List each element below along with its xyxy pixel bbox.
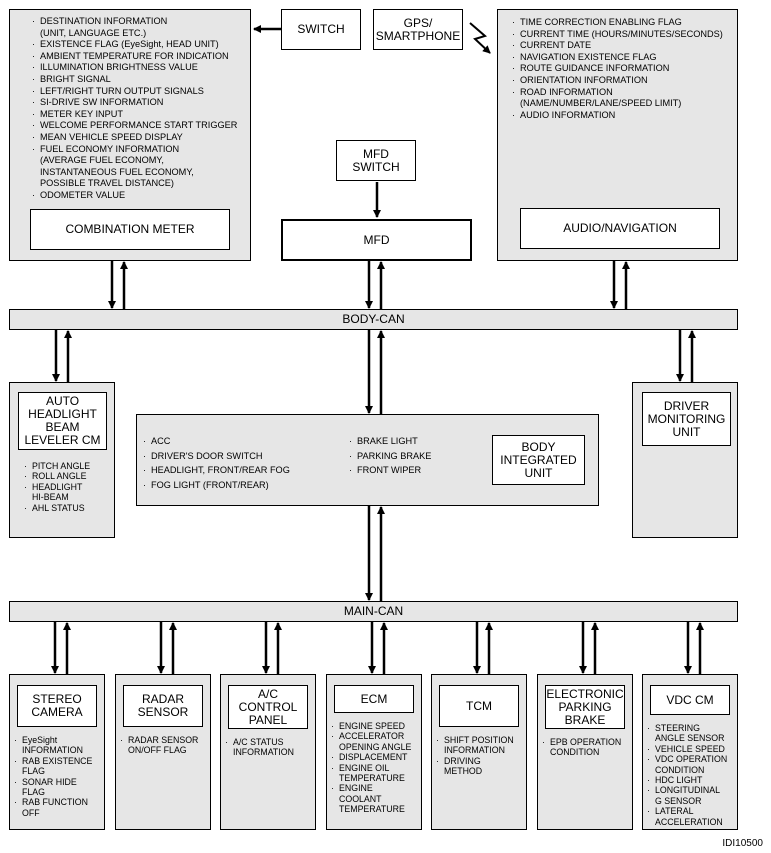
module-panel: ECM ENGINE SPEEDACCELERATOR OPENING ANGLE… bbox=[326, 674, 422, 830]
driver-monitoring-box: DRIVER MONITORING UNIT bbox=[642, 392, 731, 446]
module-signal: ACCELERATOR OPENING ANGLE bbox=[330, 731, 411, 752]
combination-meter-signal: SI-DRIVE SW INFORMATION bbox=[31, 97, 237, 109]
combination-meter-signal: AMBIENT TEMPERATURE FOR INDICATION bbox=[31, 51, 237, 63]
module-signal: VEHICLE SPEED bbox=[646, 744, 727, 755]
body-unit-signal: ACC bbox=[142, 434, 290, 449]
audio-navigation-signal-list: TIME CORRECTION ENABLING FLAGCURRENT TIM… bbox=[511, 17, 723, 121]
bus-arrow-pairs bbox=[51, 261, 704, 674]
driver-monitoring-panel: DRIVER MONITORING UNIT bbox=[632, 382, 738, 538]
module-signal: RAB EXISTENCE FLAG bbox=[13, 756, 92, 777]
mfd-box: MFD bbox=[281, 219, 472, 261]
module-panel: STEREO CAMERA EyeSight INFORMATIONRAB EXI… bbox=[9, 674, 105, 830]
combination-meter-signal: ILLUMINATION BRIGHTNESS VALUE bbox=[31, 62, 237, 74]
module-signal: SONAR HIDE FLAG bbox=[13, 777, 92, 798]
audio-navigation-signal: ORIENTATION INFORMATION bbox=[511, 75, 723, 87]
module-signal: EPB OPERATION CONDITION bbox=[541, 737, 621, 758]
combination-meter-signal: ODOMETER VALUE bbox=[31, 190, 237, 202]
combination-meter-signal: FUEL ECONOMY INFORMATION (AVERAGE FUEL E… bbox=[31, 144, 237, 190]
module-signal-list: STEERING ANGLE SENSORVEHICLE SPEEDVDC OP… bbox=[646, 723, 727, 827]
module-panel: A/C CONTROL PANEL A/C STATUS INFORMATION bbox=[220, 674, 316, 830]
headlight-leveler-panel: AUTO HEADLIGHT BEAM LEVELER CM PITCH ANG… bbox=[9, 382, 115, 538]
body-unit-signal: FOG LIGHT (FRONT/REAR) bbox=[142, 478, 290, 493]
module-signal: RAB FUNCTION OFF bbox=[13, 797, 92, 818]
combination-meter-signal: DESTINATION INFORMATION (UNIT, LANGUAGE … bbox=[31, 16, 237, 39]
audio-navigation-signal: ROAD INFORMATION (NAME/NUMBER/LANE/SPEED… bbox=[511, 87, 723, 110]
audio-navigation-signal: ROUTE GUIDANCE INFORMATION bbox=[511, 63, 723, 75]
audio-navigation-signal: CURRENT TIME (HOURS/MINUTES/SECONDS) bbox=[511, 29, 723, 41]
body-integrated-panel: ACCDRIVER'S DOOR SWITCHHEADLIGHT, FRONT/… bbox=[136, 414, 599, 506]
main-can-bus: MAIN-CAN bbox=[9, 601, 738, 622]
module-signal: VDC OPERATION CONDITION bbox=[646, 754, 727, 775]
headlight-leveler-box: AUTO HEADLIGHT BEAM LEVELER CM bbox=[18, 392, 107, 450]
module-signal-list: SHIFT POSITION INFORMATIONDRIVING METHOD bbox=[435, 735, 514, 777]
module-signal-list: ENGINE SPEEDACCELERATOR OPENING ANGLEDIS… bbox=[330, 721, 411, 815]
audio-navigation-panel: TIME CORRECTION ENABLING FLAGCURRENT TIM… bbox=[497, 9, 738, 261]
module-title-box: A/C CONTROL PANEL bbox=[228, 685, 308, 729]
module-signal-list: EPB OPERATION CONDITION bbox=[541, 737, 621, 758]
body-integrated-unit-box: BODY INTEGRATED UNIT bbox=[492, 435, 585, 485]
module-signal: ENGINE OIL TEMPERATURE bbox=[330, 763, 411, 784]
body-can-bus: BODY-CAN bbox=[9, 309, 738, 330]
figure-reference: IDI10500 bbox=[722, 838, 763, 849]
module-signal: EyeSight INFORMATION bbox=[13, 735, 92, 756]
audio-navigation-signal: NAVIGATION EXISTENCE FLAG bbox=[511, 52, 723, 64]
combination-meter-box: COMBINATION METER bbox=[30, 209, 230, 250]
module-title-box: ELECTRONIC PARKING BRAKE bbox=[545, 685, 625, 729]
module-signal-list: EyeSight INFORMATIONRAB EXISTENCE FLAGSO… bbox=[13, 735, 92, 818]
combination-meter-panel: DESTINATION INFORMATION (UNIT, LANGUAGE … bbox=[9, 9, 251, 261]
audio-navigation-signal: AUDIO INFORMATION bbox=[511, 110, 723, 122]
body-unit-signal: FRONT WIPER bbox=[348, 463, 431, 478]
headlight-signal: PITCH ANGLE bbox=[23, 461, 90, 472]
body-unit-signal: PARKING BRAKE bbox=[348, 449, 431, 464]
headlight-signal: AHL STATUS bbox=[23, 503, 90, 514]
module-title-box: ECM bbox=[334, 685, 414, 713]
combination-meter-signal: LEFT/RIGHT TURN OUTPUT SIGNALS bbox=[31, 86, 237, 98]
gps-smartphone-box: GPS/ SMARTPHONE bbox=[373, 9, 463, 50]
module-signal: STEERING ANGLE SENSOR bbox=[646, 723, 727, 744]
module-signal: A/C STATUS INFORMATION bbox=[224, 737, 294, 758]
module-panel: TCM SHIFT POSITION INFORMATIONDRIVING MET… bbox=[431, 674, 527, 830]
combination-meter-signal: MEAN VEHICLE SPEED DISPLAY bbox=[31, 132, 237, 144]
audio-navigation-signal: TIME CORRECTION ENABLING FLAG bbox=[511, 17, 723, 29]
module-signal: SHIFT POSITION INFORMATION bbox=[435, 735, 514, 756]
combination-meter-signal-list: DESTINATION INFORMATION (UNIT, LANGUAGE … bbox=[31, 16, 237, 202]
audio-navigation-signal: CURRENT DATE bbox=[511, 40, 723, 52]
body-unit-signal: DRIVER'S DOOR SWITCH bbox=[142, 449, 290, 464]
combination-meter-signal: EXISTENCE FLAG (EyeSight, HEAD UNIT) bbox=[31, 39, 237, 51]
module-signal: ENGINE SPEED bbox=[330, 721, 411, 732]
module-title-box: VDC CM bbox=[650, 685, 730, 715]
module-title-box: STEREO CAMERA bbox=[17, 685, 97, 727]
module-panel: ELECTRONIC PARKING BRAKE EPB OPERATION CO… bbox=[537, 674, 633, 830]
headlight-signal: ROLL ANGLE bbox=[23, 471, 90, 482]
body-unit-signal: BRAKE LIGHT bbox=[348, 434, 431, 449]
module-signal: HDC LIGHT bbox=[646, 775, 727, 786]
module-signal: LATERAL ACCELERATION bbox=[646, 806, 727, 827]
module-signal: ENGINE COOLANT TEMPERATURE bbox=[330, 783, 411, 814]
module-panel: RADAR SENSOR RADAR SENSOR ON/OFF FLAG bbox=[115, 674, 211, 830]
module-signal: DRIVING METHOD bbox=[435, 756, 514, 777]
module-signal: RADAR SENSOR ON/OFF FLAG bbox=[119, 735, 198, 756]
module-signal-list: RADAR SENSOR ON/OFF FLAG bbox=[119, 735, 198, 756]
headlight-signal-list: PITCH ANGLEROLL ANGLEHEADLIGHT HI-BEAMAH… bbox=[23, 461, 90, 513]
mfd-switch-box: MFD SWITCH bbox=[336, 140, 416, 181]
module-signal-list: A/C STATUS INFORMATION bbox=[224, 737, 294, 758]
audio-navigation-box: AUDIO/NAVIGATION bbox=[520, 208, 720, 249]
body-unit-signal-list-left: ACCDRIVER'S DOOR SWITCHHEADLIGHT, FRONT/… bbox=[142, 434, 290, 492]
combination-meter-signal: METER KEY INPUT bbox=[31, 109, 237, 121]
combination-meter-signal: BRIGHT SIGNAL bbox=[31, 74, 237, 86]
headlight-signal: HEADLIGHT HI-BEAM bbox=[23, 482, 90, 503]
module-signal: DISPLACEMENT bbox=[330, 752, 411, 763]
module-panel: VDC CM STEERING ANGLE SENSORVEHICLE SPEED… bbox=[642, 674, 738, 830]
module-signal: LONGITUDINAL G SENSOR bbox=[646, 785, 727, 806]
module-title-box: RADAR SENSOR bbox=[123, 685, 203, 727]
switch-box: SWITCH bbox=[281, 9, 361, 50]
body-unit-signal: HEADLIGHT, FRONT/REAR FOG bbox=[142, 463, 290, 478]
combination-meter-signal: WELCOME PERFORMANCE START TRIGGER bbox=[31, 120, 237, 132]
module-title-box: TCM bbox=[439, 685, 519, 727]
body-unit-signal-list-right: BRAKE LIGHTPARKING BRAKEFRONT WIPER bbox=[348, 434, 431, 478]
gps-signal-arrow bbox=[469, 22, 491, 54]
